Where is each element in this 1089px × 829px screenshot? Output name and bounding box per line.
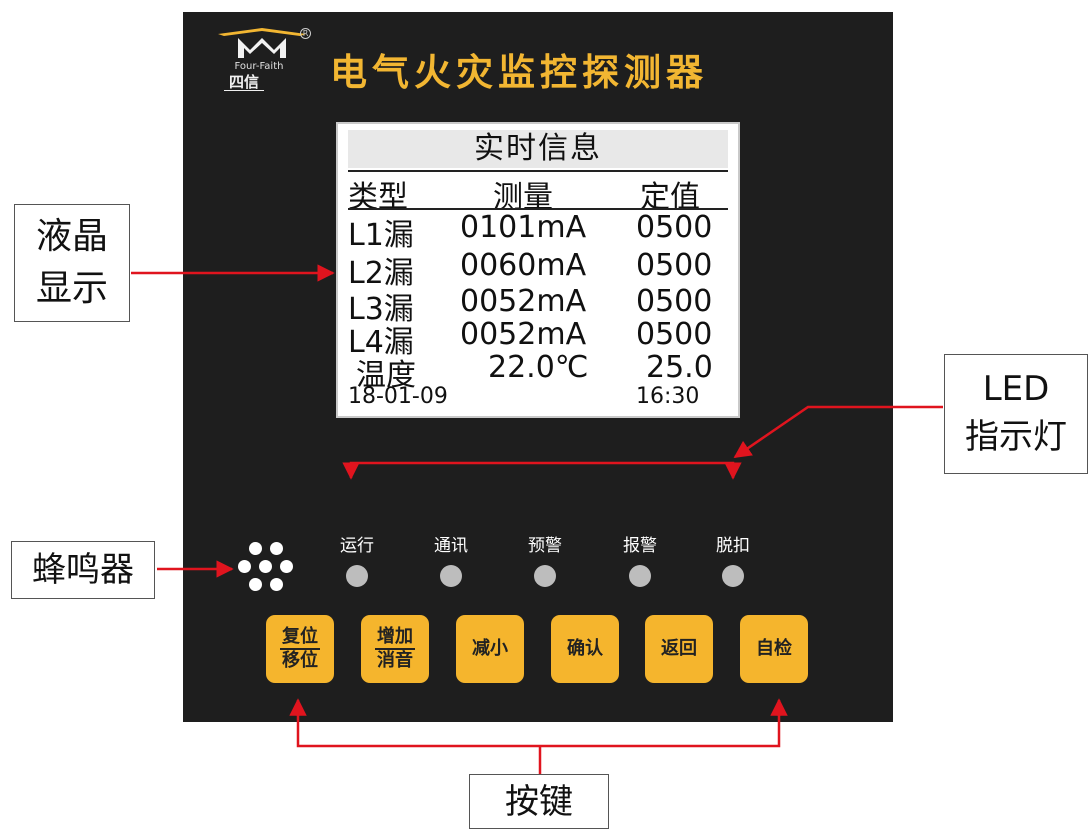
lcd-date: 18-01-09 [348, 384, 448, 409]
lcd-row-setpoint: 25.0 [646, 350, 713, 385]
lcd-screen: 实时信息 类型 测量 定值 L1漏 0101mA 0500 L2漏 0060mA… [336, 122, 740, 418]
reset-label: 复位 [280, 626, 320, 650]
confirm-label: 确认 [567, 638, 603, 659]
lcd-row-type: L2漏 [348, 256, 414, 291]
buzzer-hole [259, 560, 272, 573]
buzzer-hole [238, 560, 251, 573]
lcd-row-measure: 0052mA [460, 317, 587, 352]
shift-label: 移位 [282, 650, 318, 671]
four-faith-logo-icon [218, 28, 306, 58]
lcd-row-measure: 0060mA [460, 248, 587, 283]
led-prewarn-indicator [534, 565, 556, 587]
buzzer-hole [280, 560, 293, 573]
reset-shift-button[interactable]: 复位 移位 [266, 615, 334, 683]
led-comm-indicator [440, 565, 462, 587]
mute-label: 消音 [377, 650, 413, 671]
buzzer-hole [249, 578, 262, 591]
lcd-time: 16:30 [636, 384, 700, 409]
callout-buzzer: 蜂鸣器 [11, 541, 155, 599]
lcd-row-type: L4漏 [348, 325, 414, 360]
led-label-alarm: 报警 [623, 536, 657, 556]
lcd-header: 实时信息 [348, 130, 728, 168]
lcd-row-measure: 22.0℃ [488, 350, 589, 385]
callout-lcd-line2: 显示 [35, 268, 108, 309]
lcd-row-type: L1漏 [348, 218, 414, 253]
back-label: 返回 [661, 638, 697, 659]
buzzer-hole [270, 578, 283, 591]
increase-mute-button[interactable]: 增加 消音 [361, 615, 429, 683]
lcd-row-type: 温度 [356, 358, 416, 393]
confirm-button[interactable]: 确认 [551, 615, 619, 683]
led-label-comm: 通讯 [434, 536, 468, 556]
lcd-row-setpoint: 0500 [636, 248, 713, 283]
led-trip-indicator [722, 565, 744, 587]
decrease-label: 减小 [472, 638, 508, 659]
led-bracket [349, 461, 735, 476]
buzzer-hole [270, 542, 283, 555]
led-label-prewarn: 预警 [528, 536, 562, 556]
self-test-label: 自检 [756, 638, 792, 659]
callout-lcd: 液晶 显示 [14, 204, 130, 322]
lcd-row-setpoint: 0500 [636, 284, 713, 319]
decrease-button[interactable]: 减小 [456, 615, 524, 683]
keys-bracket [296, 703, 781, 748]
callout-lcd-line1: 液晶 [35, 216, 108, 257]
lcd-row-type: L3漏 [348, 292, 414, 327]
led-alarm-indicator [629, 565, 651, 587]
led-arrow [733, 405, 943, 459]
callout-led-line2: 指示灯 [965, 417, 1067, 457]
device-title: 电气火灾监控探测器 [330, 51, 708, 94]
buzzer-hole [249, 542, 262, 555]
lcd-divider [348, 170, 728, 172]
led-label-trip: 脱扣 [716, 536, 750, 556]
lcd-row-setpoint: 0500 [636, 210, 713, 245]
led-run-indicator [346, 565, 368, 587]
lcd-row-measure: 0101mA [460, 210, 587, 245]
back-button[interactable]: 返回 [645, 615, 713, 683]
callout-led: LED 指示灯 [944, 354, 1088, 474]
brand-name-cn: 四信 [224, 74, 264, 91]
lcd-row-measure: 0052mA [460, 284, 587, 319]
registered-mark-icon: R [300, 28, 311, 39]
lcd-row-setpoint: 0500 [636, 317, 713, 352]
self-test-button[interactable]: 自检 [740, 615, 808, 683]
increase-label: 增加 [375, 626, 415, 650]
brand-name-en: Four-Faith [234, 61, 284, 72]
lcd-divider [348, 208, 728, 210]
callout-led-line1: LED [982, 369, 1050, 409]
led-label-run: 运行 [340, 536, 374, 556]
